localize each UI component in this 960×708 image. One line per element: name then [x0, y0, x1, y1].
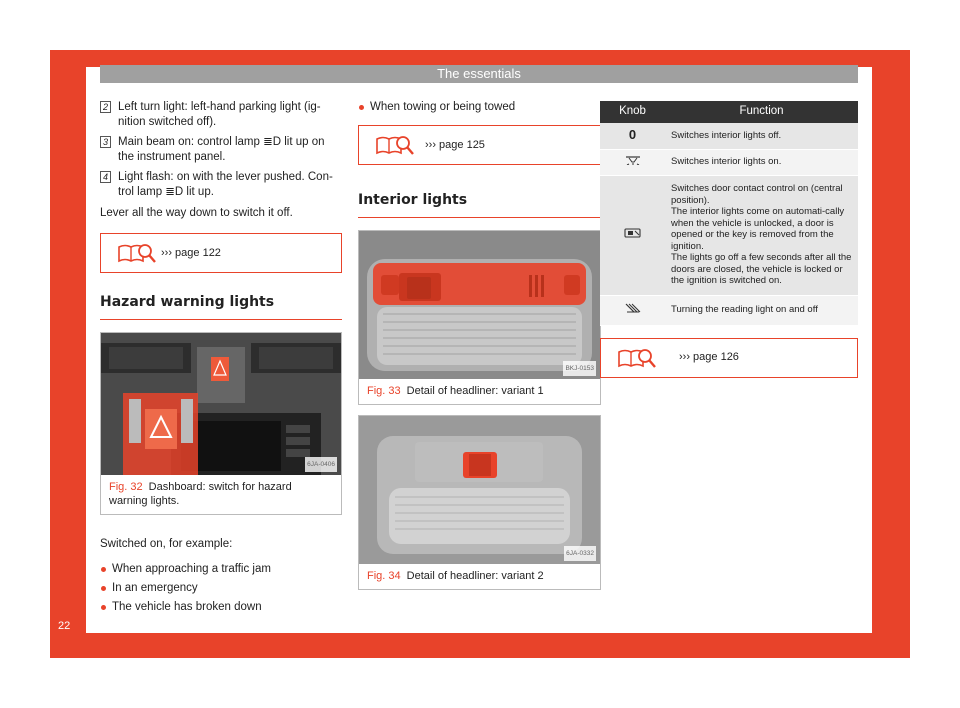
list-item: 2 Left turn light: left-hand parking lig… — [100, 100, 342, 130]
figure-caption-text: Detail of headliner: variant 2 — [406, 570, 544, 582]
interior-light-icon — [600, 149, 665, 176]
reading-light-icon — [600, 295, 665, 326]
item-number-badge: 4 — [100, 171, 111, 183]
hazard-switch-image: 6JA-0406 — [101, 333, 341, 475]
bullet-item: When towing or being towed — [358, 100, 601, 115]
zero-off-icon: 0 — [600, 123, 665, 150]
headliner-variant-1-image: BKJ-0153 — [359, 231, 600, 379]
table-row: Switches door contact control on (centra… — [600, 175, 858, 296]
page-reference-link[interactable]: ››› page 125 — [425, 138, 485, 151]
figure-caption-text: Dashboard: switch for hazard warning lig… — [109, 481, 292, 507]
list-item: 4 Light flash: on with the lever pushed.… — [100, 170, 342, 200]
table-cell: Turning the reading light on and off — [665, 295, 858, 326]
section-title: Hazard warning lights — [100, 295, 342, 320]
image-code: 6JA-0332 — [564, 546, 596, 561]
book-magnifier-icon — [618, 348, 656, 368]
headliner-variant-2-image: 6JA-0332 — [359, 416, 600, 564]
table-cell: Switches interior lights on. — [665, 149, 858, 176]
book-magnifier-icon — [118, 244, 156, 263]
figure-headliner-variant-2: 6JA-0332 Fig. 34 Detail of headliner: var… — [358, 415, 601, 590]
intro-text: Switched on, for example: — [100, 538, 233, 550]
item-number-badge: 3 — [100, 136, 111, 148]
table-row: 0 Switches interior lights off. — [600, 123, 858, 150]
page-reference-box[interactable]: ››› page 122 — [100, 233, 342, 273]
page-header: The essentials — [100, 65, 858, 83]
bullet-item: In an emergency — [100, 581, 342, 596]
page-reference-link[interactable]: ››› page 122 — [161, 246, 221, 259]
figure-number: Fig. 33 — [367, 385, 401, 397]
table-header-knob: Knob — [600, 101, 665, 123]
instruction-text: Lever all the way down to switch it off. — [100, 207, 293, 219]
middle-column: When towing or being towed ››› page 125 … — [358, 100, 601, 590]
right-column: Knob Function 0 Switches interior lights… — [600, 101, 860, 378]
list-item: 3 Main beam on: control lamp ≣D lit up o… — [100, 135, 342, 165]
book-magnifier-icon — [376, 136, 414, 155]
page-reference-box[interactable]: ››› page 126 — [600, 337, 858, 378]
figure-caption-text: Detail of headliner: variant 1 — [406, 385, 544, 397]
table-cell: Switches door contact control on (centra… — [665, 175, 858, 296]
table-cell: Switches interior lights off. — [665, 123, 858, 150]
figure-number: Fig. 34 — [367, 570, 401, 582]
door-contact-icon — [600, 175, 665, 296]
list-item-text: Main beam on: control lamp ≣D lit up on … — [118, 136, 325, 163]
left-column: 2 Left turn light: left-hand parking lig… — [100, 100, 342, 619]
page-reference-link[interactable]: ››› page 126 — [679, 351, 739, 363]
figure-headliner-variant-1: BKJ-0153 Fig. 33 Detail of headliner: var… — [358, 230, 601, 405]
page-reference-box[interactable]: ››› page 125 — [358, 125, 601, 165]
bullet-item: When approaching a traffic jam — [100, 562, 342, 577]
item-number-badge: 2 — [100, 101, 111, 113]
figure-caption: Fig. 33 Detail of headliner: variant 1 — [359, 379, 600, 404]
table-row: Switches interior lights on. — [600, 149, 858, 176]
figure-number: Fig. 32 — [109, 481, 143, 493]
image-code: 6JA-0406 — [305, 457, 337, 472]
page-number: 22 — [58, 620, 71, 632]
table-header-function: Function — [665, 101, 858, 123]
table-row: Turning the reading light on and off — [600, 295, 858, 326]
section-title: Interior lights — [358, 193, 601, 218]
bullet-item: The vehicle has broken down — [100, 600, 342, 615]
image-code: BKJ-0153 — [563, 361, 596, 376]
figure-caption: Fig. 34 Detail of headliner: variant 2 — [359, 564, 600, 589]
knob-function-table: Knob Function 0 Switches interior lights… — [600, 101, 858, 326]
list-item-text: Light flash: on with the lever pushed. C… — [118, 171, 333, 198]
list-item-text: Left turn light: left-hand parking light… — [118, 101, 321, 128]
